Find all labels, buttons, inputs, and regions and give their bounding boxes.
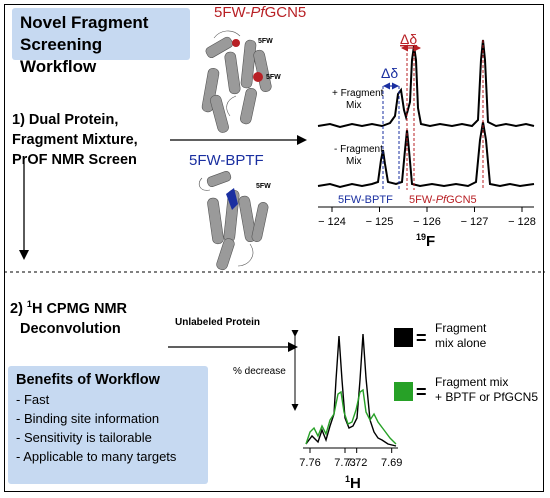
h1-spectrum: Unlabeled Protein % decrease 7.76 7.737.7… (175, 317, 538, 492)
protein-bptf-graphic (198, 171, 269, 271)
x-ticks-f19: − 124 − 125 − 126 − 127 − 128 (318, 207, 536, 228)
unlabeled-protein-label: Unlabeled Protein (175, 317, 260, 328)
trace-h1-protein (305, 388, 397, 445)
axis-sup: 19 (416, 232, 426, 242)
legend-eq: = (416, 328, 427, 348)
trace-plus-fragment (317, 39, 535, 129)
legend-swatch-protein (394, 382, 413, 401)
f19-spectrum: + Fragment Mix - Fragment Mix Δδ Δδ 5FW-… (317, 31, 536, 250)
protein-pfgcn5-graphic (201, 30, 272, 133)
step1-line1: 1) Dual Protein, (12, 112, 119, 128)
benefit-item: - Applicable to many targets (16, 449, 177, 464)
step1-line3: PrOF NMR Screen (12, 152, 137, 168)
peak-label-bptf: 5FW-BPTF (338, 194, 393, 206)
protein-label-pfgcn5: 5FW-PfGCN5 (214, 4, 306, 21)
x-tick-label: − 127 (461, 216, 489, 228)
benefits-heading: Benefits of Workflow (16, 372, 160, 388)
protein-label-bptf: 5FW-BPTF (189, 152, 264, 169)
title-box: Novel Fragment Screening Workflow (12, 8, 190, 76)
step2-prefix: 2) (10, 300, 27, 317)
peak-label-gcn5: 5FW-PfGCN5 (409, 194, 477, 206)
x-tick-label: − 124 (318, 216, 346, 228)
axis-label-f19: 19F (416, 232, 435, 250)
figure-title-line2: Screening Workflow (20, 35, 103, 76)
protein-label-part: GCN5 (265, 4, 307, 21)
trace-label-minus-line2: Mix (346, 156, 362, 167)
benefits-box: Benefits of Workflow - Fast - Binding si… (8, 366, 208, 484)
percent-decrease-label: % decrease (233, 366, 286, 377)
figure-title-line1: Novel Fragment (20, 13, 149, 32)
x-tick-label: 7.73 (334, 457, 355, 469)
axis-letter: F (426, 233, 435, 250)
legend-swatch-alone (394, 328, 413, 347)
x-tick-label: − 128 (508, 216, 536, 228)
step2-text: H CPMG NMR (31, 300, 127, 317)
x-tick-label: − 125 (366, 216, 394, 228)
legend-text-alone-line1: Fragment (435, 321, 487, 335)
step2-line1: 2) 1H CPMG NMR (10, 294, 127, 319)
fw-site-marker (232, 39, 240, 47)
legend-text-protein-line1: Fragment mix (435, 375, 508, 389)
fw-site-marker (226, 188, 238, 210)
fw-site-marker (253, 72, 263, 82)
benefit-item: - Binding site information (16, 411, 160, 426)
peak-label-part: Pf (436, 194, 447, 206)
benefit-item: - Sensitivity is tailorable (16, 430, 152, 445)
legend-text-alone-line2: mix alone (435, 336, 487, 350)
x-tick-label: 7.76 (299, 457, 320, 469)
step1-label: 1) Dual Protein, Fragment Mixture, PrOF … (12, 110, 138, 170)
trace-h1-alone (305, 333, 397, 447)
fw-tag: 5FW (256, 183, 271, 190)
step2-label: 2) 1H CPMG NMR Deconvolution (10, 294, 127, 339)
peak-label-part: GCN5 (446, 194, 477, 206)
axis-label-h1: 1H (345, 474, 361, 492)
fw-tag: 5FW (258, 38, 273, 45)
trace-minus-fragment (317, 121, 535, 189)
legend-eq: = (416, 382, 427, 402)
x-tick-label: 7.69 (381, 457, 402, 469)
peak-label-part: 5FW- (409, 194, 436, 206)
protein-label-part: 5FW- (214, 4, 250, 21)
trace-label-plus-line2: Mix (346, 100, 362, 111)
x-ticks-h1: 7.76 7.737.72 7.69 (299, 448, 402, 469)
trace-label-plus-line1: + Fragment (332, 88, 384, 99)
axis-letter: H (350, 475, 361, 492)
step2-sup: 1 (26, 299, 32, 309)
x-tick-label: − 126 (413, 216, 441, 228)
axis-sup: 1 (345, 474, 350, 484)
legend-text-protein-line2: + BPTF or PfGCN5 (435, 390, 538, 404)
delta-label-gcn5: Δδ (400, 31, 417, 47)
trace-label-minus-line1: - Fragment (334, 144, 383, 155)
step1-line2: Fragment Mixture, (12, 132, 138, 148)
step2-line2: Deconvolution (20, 320, 121, 337)
x-tick-label: 7.72 (346, 457, 367, 469)
fw-tag: 5FW (266, 74, 281, 81)
figure-border (4, 4, 544, 492)
protein-label-part: Pf (250, 4, 266, 21)
benefit-item: - Fast (16, 392, 50, 407)
delta-label-bptf: Δδ (381, 65, 398, 81)
